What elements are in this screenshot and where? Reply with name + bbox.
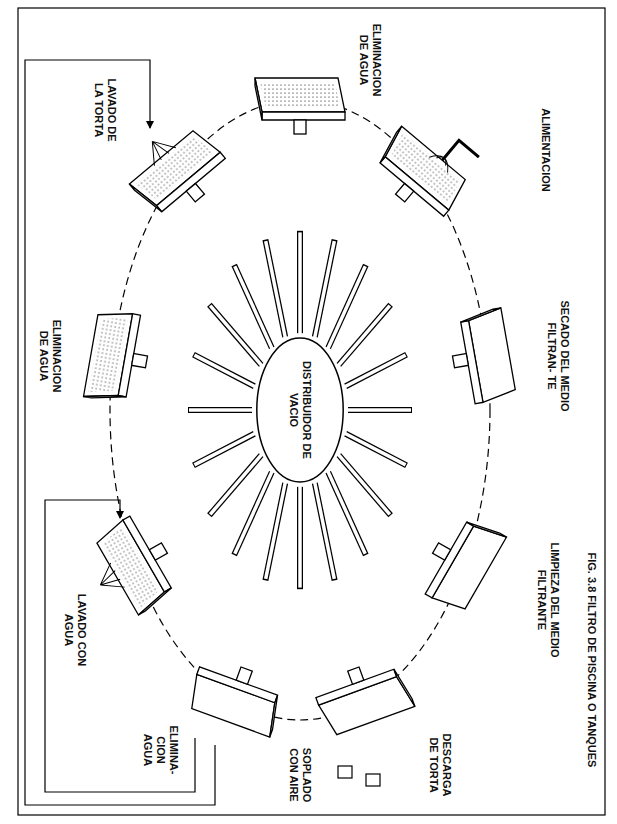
station-label: ALIMENTACION <box>538 108 551 192</box>
station-label: ELIMINACION DE AGUA <box>357 20 383 100</box>
station-label: ELIMINACION DE AGUA <box>37 316 63 396</box>
station-label: SOPLADO CON AIRE <box>287 740 313 810</box>
station-label: LIMPIEZA DEL MEDIO FILTRANTE <box>535 540 561 660</box>
station-label: DESCARGA DE TORTA <box>427 725 453 805</box>
station-label: SECADO DEL MEDIO FILTRAN- TE <box>545 296 571 416</box>
station-label: ELIMINA- CION AGUA <box>140 720 180 780</box>
vacuum-distributor: DISTRIBUIDOR DE VACIO <box>255 335 345 485</box>
station-label: LAVADO DE LA TORTA <box>92 70 118 150</box>
figure-caption: FIG. 3.8 FILTRO DE PISCINA O TANQUES <box>584 553 597 768</box>
station-label: LAVADO CON AGUA <box>62 590 88 670</box>
hub-label: DISTRIBUIDOR DE VACIO <box>287 355 313 465</box>
